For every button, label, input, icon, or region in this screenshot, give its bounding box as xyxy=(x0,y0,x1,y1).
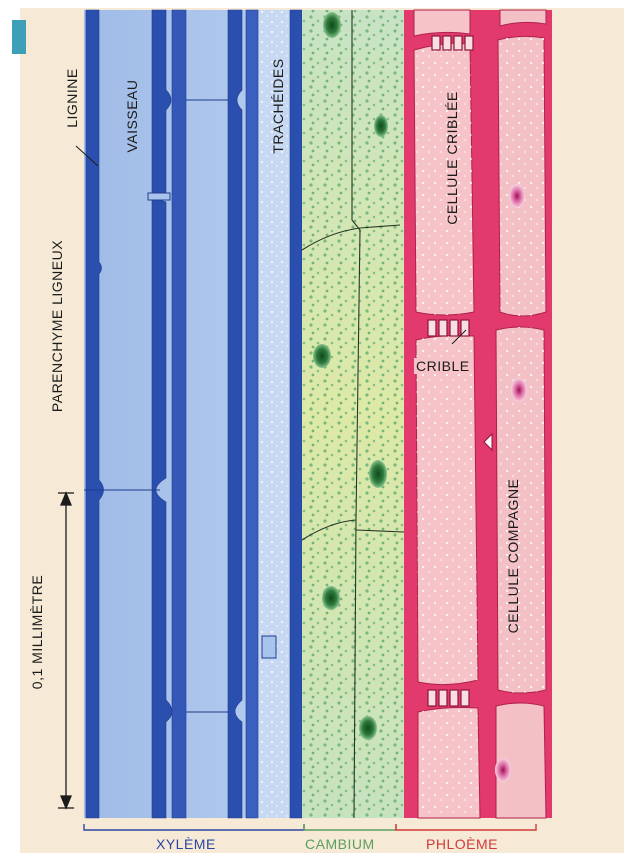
scale-bar-label: 0,1 MILLIMÈTRE xyxy=(29,557,45,707)
cambium-label: CAMBIUM xyxy=(305,836,375,852)
xyleme-label: XYLÈME xyxy=(156,836,216,852)
vaisseau-label: VAISSEAU xyxy=(124,76,140,156)
parenchyme-ligneux-label: PARENCHYME LIGNEUX xyxy=(49,221,65,431)
lignine-label: LIGNINE xyxy=(64,53,80,143)
cellule-criblee-label: CELLULE CRIBLÉE xyxy=(444,90,460,226)
crible-label: CRIBLE xyxy=(414,358,472,374)
corner-tab xyxy=(12,20,26,54)
cellule-compagne-label: CELLULE COMPAGNE xyxy=(505,476,521,636)
tracheides-label: TRACHÉIDES xyxy=(270,56,286,156)
phloeme-label: PHLOÈME xyxy=(426,836,498,852)
